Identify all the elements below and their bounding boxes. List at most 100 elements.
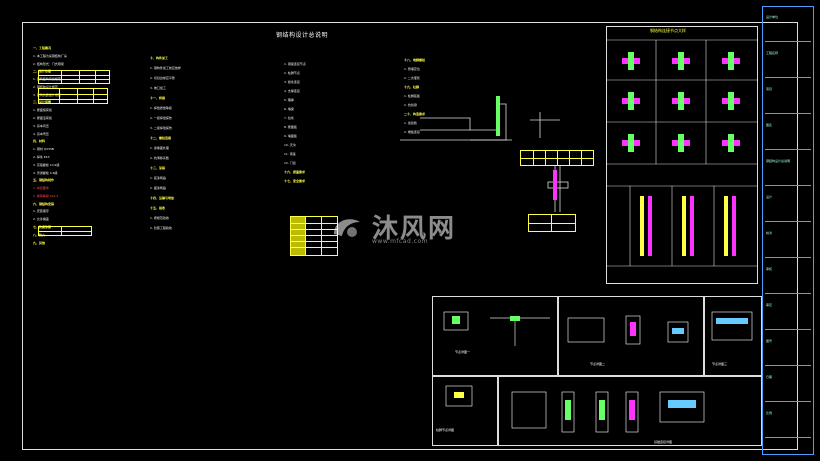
- title-block-divider: [765, 293, 811, 294]
- note-line: 十、构件加工: [150, 56, 169, 60]
- note-line: 1. 屋面恒荷载: [33, 108, 52, 113]
- detail-box-e: [498, 376, 762, 446]
- note-line: 五、钢结构制作: [33, 178, 55, 183]
- title-block-field: 工程名称: [766, 51, 779, 55]
- title-block-divider: [765, 401, 811, 402]
- note-line: 3. 二级焊缝探伤: [150, 125, 172, 130]
- column-detail-drawing: [530, 112, 569, 212]
- detail-e-caption: 基础连接详图: [654, 440, 673, 444]
- note-line: 十六、质量要求: [284, 169, 306, 174]
- note-line: 7. 拉条: [284, 115, 294, 120]
- notes-column-2: 十、构件加工 1. 钢构件加工前应放样 2. 切割边缘应平整 3. 坡口加工十一、焊接…: [150, 56, 181, 236]
- note-line: 2. 二次灌浆: [404, 75, 420, 80]
- note-line: 3. 檩条连接: [284, 79, 300, 84]
- title-block-divider: [765, 41, 811, 42]
- title-block-field: 审定: [766, 303, 773, 307]
- grid-panel-cells: [606, 39, 758, 267]
- detail-d-caption: 柱脚节点详图: [436, 428, 455, 432]
- title-block-divider: [765, 221, 811, 222]
- title-block-field: 校对: [766, 231, 773, 235]
- bottom-details-fills: [452, 316, 748, 420]
- load-table: [38, 70, 110, 84]
- title-block-field: 审核: [766, 267, 773, 271]
- title-block-field: 设计单位: [766, 15, 779, 19]
- detail-box-d: [432, 376, 498, 446]
- plate-table: [528, 214, 576, 232]
- note-line: 4. 基本雪压: [33, 131, 49, 136]
- note-line: 十五、验收: [150, 205, 166, 210]
- note-line: 1. 预埋定位: [404, 66, 420, 71]
- title-block-field: 图名: [766, 123, 773, 127]
- note-line: 九、其他: [33, 240, 46, 245]
- grid-panel-nodes: [622, 52, 740, 256]
- note-line: 2. 抗滑移系数: [150, 155, 169, 160]
- detail-box-a: [432, 296, 558, 376]
- note-line: 2. 一级焊缝探伤: [150, 115, 172, 120]
- node-detail-grid: [606, 26, 758, 284]
- anchor-table: [520, 150, 594, 166]
- note-line: 八、防火: [33, 232, 46, 237]
- note-line: 11. 雨篷: [284, 151, 296, 156]
- note-line: 十九、柱脚: [404, 84, 420, 89]
- note-line: 2. 除锈等级 Sa2.5: [33, 193, 59, 198]
- note-line: 2. 焊条 E43: [33, 154, 50, 159]
- bottom-details-drawing: [443, 311, 753, 433]
- note-line: 12. 门窗: [284, 160, 296, 165]
- note-line: 1. 加劲肋: [404, 120, 417, 125]
- note-line: 4. 支撑连接: [284, 88, 300, 93]
- note-line: 1. 焊接要求: [33, 186, 49, 191]
- note-line: 1. 钢梁连接节点: [284, 62, 306, 66]
- note-line: 2. 允许偏差: [33, 217, 49, 222]
- title-block-field: 钢结构设计总说明: [766, 159, 791, 163]
- note-line: 2. 抗剪键: [404, 102, 417, 107]
- title-block-field: 日期: [766, 375, 773, 379]
- note-line: 三、设计荷载: [33, 100, 52, 105]
- title-block-field: 设计: [766, 195, 773, 199]
- note-line: 1. 底漆两遍: [150, 175, 166, 180]
- note-line: 3. 坡口加工: [150, 85, 166, 90]
- note-line: 2. 切割边缘应平整: [150, 75, 175, 80]
- note-line: 十八、地脚螺栓: [404, 58, 426, 62]
- title-block-divider: [765, 437, 811, 438]
- note-line: 二十、构造要求: [404, 111, 426, 116]
- note-line: 十一、焊接: [150, 95, 166, 100]
- note-line: 8. 屋面板: [284, 124, 297, 129]
- title-block-field: 比例: [766, 411, 773, 415]
- note-line: 十二、螺栓连接: [150, 135, 172, 140]
- detail-c-caption: 节点详图三: [712, 362, 728, 366]
- note-line: 十四、运输与堆放: [150, 195, 175, 200]
- note-line: 二、设计依据: [33, 69, 52, 74]
- detail-a-caption: 节点详图一: [455, 350, 471, 354]
- title-block-divider: [765, 257, 811, 258]
- title-block-divider: [765, 113, 811, 114]
- material-table: [38, 88, 108, 104]
- title-block: 设计单位工程名称项目图名钢结构设计总说明设计校对审核审定图号日期比例: [762, 6, 814, 455]
- note-line: 3. 高强螺栓 10.9级: [33, 162, 60, 167]
- note-line: 2. 端板连接: [404, 129, 420, 134]
- note-line: 四、材料: [33, 139, 46, 144]
- drawing-frame: [22, 22, 798, 450]
- note-line: 1. 焊缝质量等级: [150, 105, 172, 110]
- note-line: 4. 普通螺栓 4.6级: [33, 170, 58, 175]
- title-block-field: 项目: [766, 87, 773, 91]
- note-line: 十七、安全要求: [284, 178, 306, 183]
- note-line: 1. 摩擦面处理: [150, 145, 169, 150]
- note-line: 十三、涂装: [150, 165, 166, 170]
- note-line: 3. 基本风压: [33, 123, 49, 128]
- title-block-divider: [765, 329, 811, 330]
- watermark-logo-icon: [334, 219, 360, 237]
- note-line: 2. 钢结构设计规范: [33, 84, 58, 89]
- bolt-table: [290, 216, 338, 256]
- note-line: 2. 屋面活荷载: [33, 116, 52, 121]
- detail-b-caption: 节点详图二: [590, 362, 606, 366]
- note-line: 2. 隐蔽工程验收: [150, 225, 172, 230]
- note-line: 2. 结构形式：门式刚架: [33, 61, 64, 66]
- note-line: 10. 天沟: [284, 142, 296, 147]
- note-line: 1. 按规范验收: [150, 215, 169, 220]
- detail-box-b: [558, 296, 704, 376]
- note-line: 5. 隅撑: [284, 97, 294, 102]
- note-line: 2. 柱脚节点: [284, 70, 300, 75]
- note-line: 1. 钢构件加工前应放样: [150, 65, 181, 70]
